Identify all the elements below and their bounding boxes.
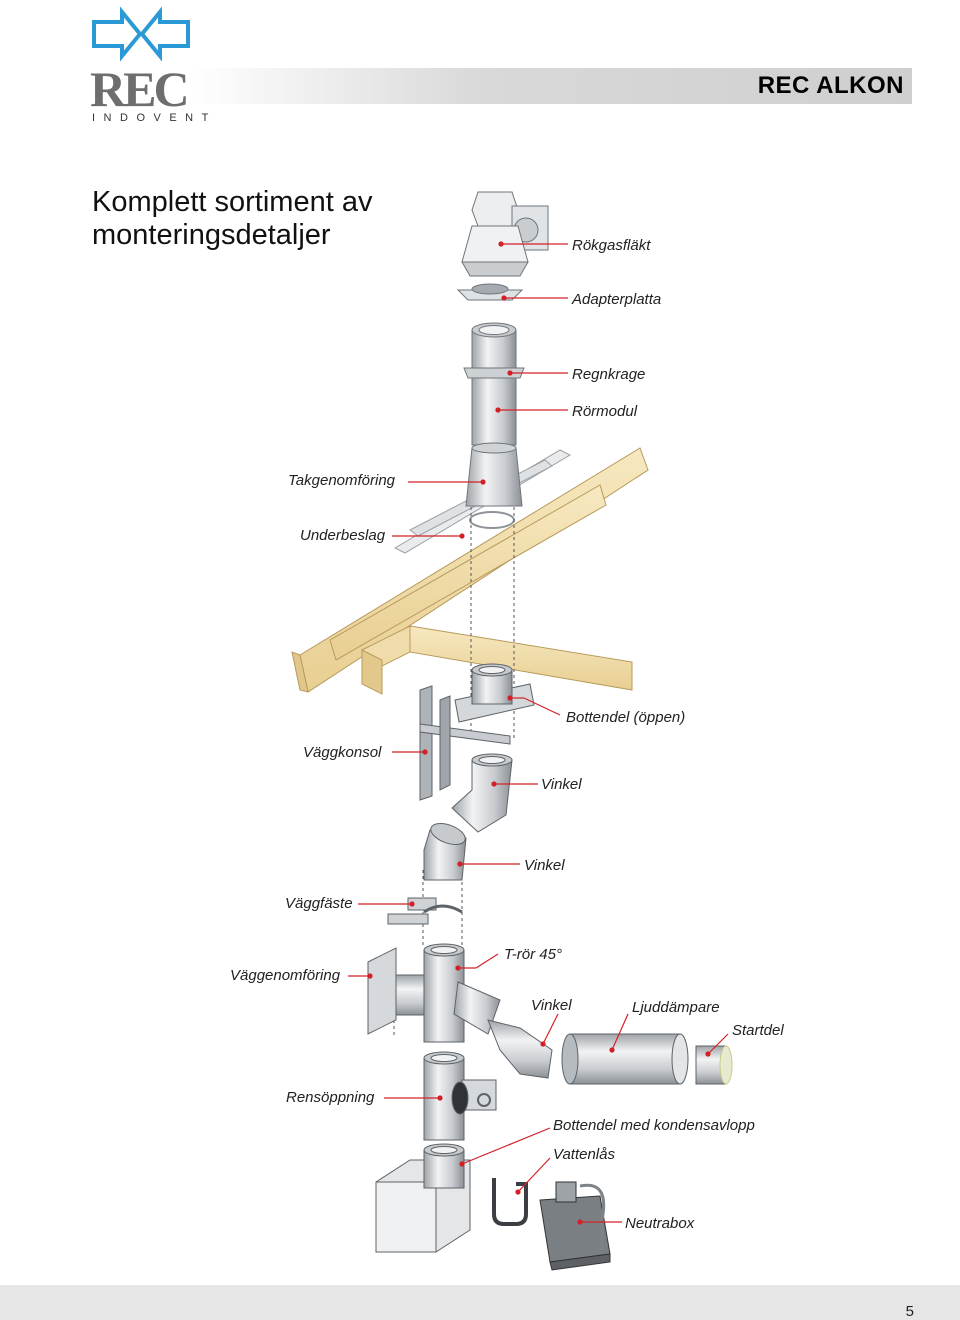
brand-subtitle: INDOVENT — [92, 112, 217, 124]
page-number: 5 — [905, 1303, 914, 1320]
label-t-ror: T-rör 45° — [504, 946, 562, 963]
label-neutrabox: Neutrabox — [625, 1215, 695, 1232]
label-vaggkonsol: Väggkonsol — [303, 744, 382, 761]
label-underbeslag: Underbeslag — [300, 527, 386, 544]
t-pipe-45 — [423, 943, 501, 1043]
label-rormodul: Rörmodul — [572, 403, 638, 420]
roof-penetration — [465, 442, 523, 507]
elbow-2 — [423, 823, 467, 881]
product-name: REC ALKON — [757, 72, 904, 99]
label-vaggenomforing: Väggenomföring — [230, 967, 341, 984]
label-regnkrage: Regnkrage — [572, 366, 646, 383]
page-title-line-2: monteringsdetaljer — [92, 219, 331, 251]
start-piece — [695, 1045, 733, 1085]
condensate-base — [375, 1143, 471, 1253]
label-startdel: Startdel — [732, 1022, 784, 1039]
page-title: Komplett sortiment av monteringsdetaljer — [92, 186, 372, 252]
label-vinkel-3: Vinkel — [531, 997, 572, 1014]
roof-rafters — [291, 447, 649, 695]
label-vinkel-1: Vinkel — [541, 776, 582, 793]
label-rensoppning: Rensöppning — [286, 1089, 375, 1106]
flue-gas-fan — [461, 191, 549, 277]
elbow-1 — [451, 753, 513, 833]
label-bottendel-oppen: Bottendel (öppen) — [566, 709, 686, 726]
wall-clamp — [387, 897, 463, 925]
elbow-3 — [487, 1019, 553, 1079]
brand-name: REC — [90, 61, 190, 117]
label-bottendel-kondens: Bottendel med kondensavlopp — [553, 1117, 755, 1134]
label-ljuddampare: Ljuddämpare — [632, 999, 720, 1016]
footer-bar — [0, 1285, 960, 1320]
label-vaggfaste: Väggfäste — [285, 895, 353, 912]
label-rokgasflakt: Rökgasfläkt — [572, 237, 651, 254]
page-title-line-1: Komplett sortiment av — [92, 186, 373, 218]
label-vattenlas: Vattenlås — [553, 1146, 615, 1163]
neutrabox — [539, 1181, 611, 1271]
label-takgenomforing: Takgenomföring — [288, 472, 396, 489]
header-band — [190, 68, 912, 104]
rec-arrows-logo-icon — [92, 6, 190, 62]
pipe-module — [463, 322, 525, 446]
label-vinkel-2: Vinkel — [524, 857, 565, 874]
label-adapterplatta: Adapterplatta — [572, 291, 662, 308]
cleaning-opening — [423, 1051, 497, 1141]
water-trap — [492, 1178, 528, 1226]
silencer — [561, 1033, 689, 1085]
wall-bracket-assembly — [419, 663, 535, 801]
